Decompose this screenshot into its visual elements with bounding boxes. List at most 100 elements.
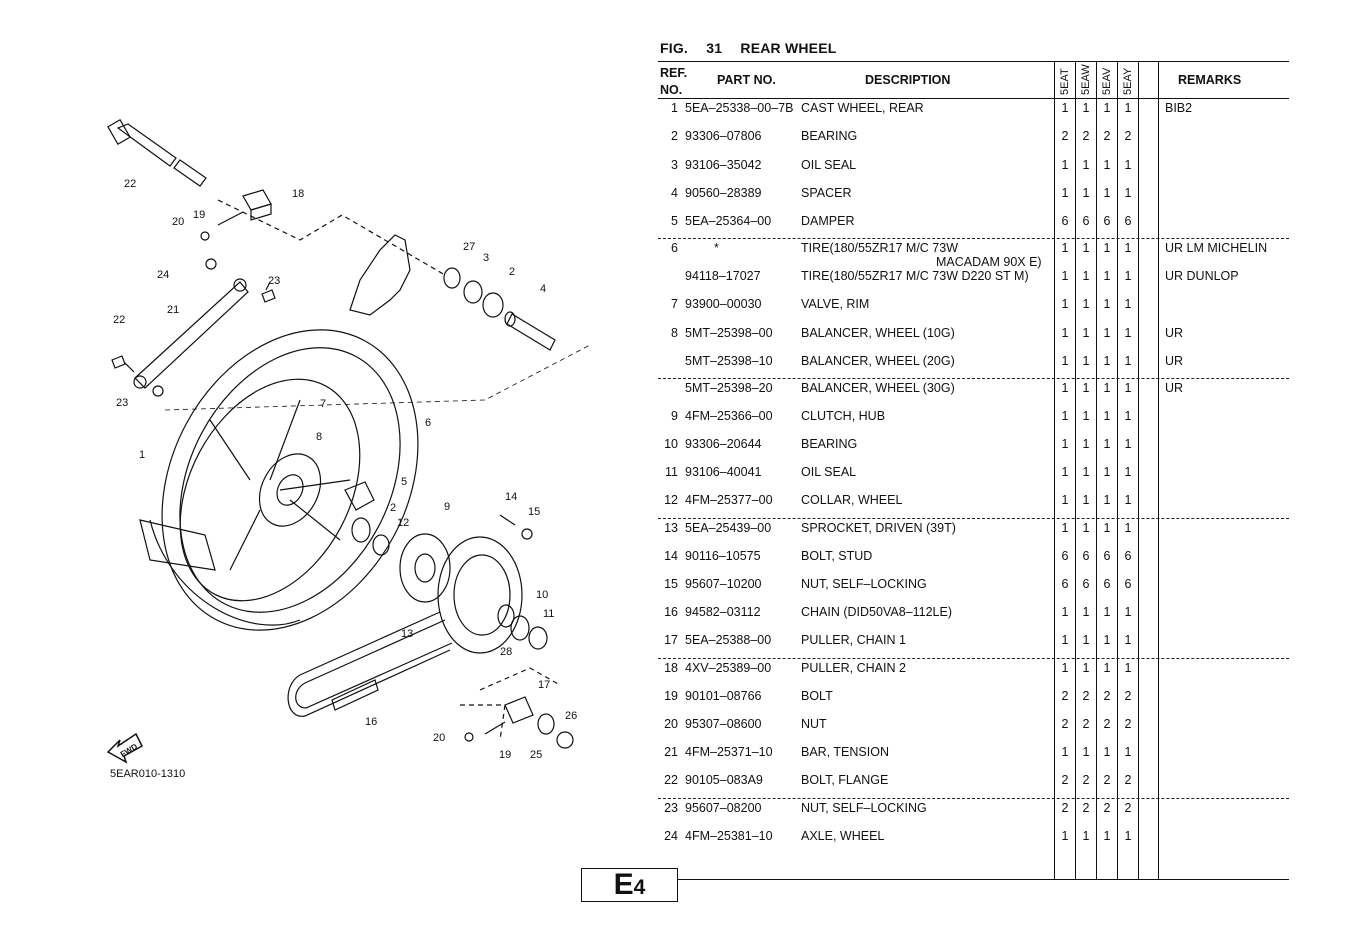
part-no-cell: 94582–03112 (685, 605, 761, 619)
callout-19: 19 (193, 209, 205, 221)
qty-cell: 1 (1082, 326, 1090, 340)
callout-24: 22 (124, 178, 136, 190)
part-no-cell: 93106–40041 (685, 465, 762, 479)
callout-20: 20 (172, 216, 184, 228)
qty-cell: 1 (1082, 521, 1090, 535)
description-cell: CLUTCH, HUB (801, 409, 886, 423)
qty-cell: 1 (1061, 241, 1069, 255)
callout-25: 25 (530, 749, 542, 761)
qty-cell: 1 (1061, 409, 1069, 423)
qty-cell: 1 (1061, 661, 1069, 675)
qty-cell: 2 (1103, 801, 1111, 815)
qty-cell: 1 (1103, 158, 1111, 172)
description-cell: NUT, SELF–LOCKING (801, 801, 927, 815)
qty-cell: 2 (1124, 129, 1132, 143)
qty-cell: 1 (1103, 326, 1111, 340)
part-no-cell: 93306–07806 (685, 129, 762, 143)
ref-no-cell: 21 (664, 745, 678, 759)
qty-cell: 2 (1124, 689, 1132, 703)
description-cell: CAST WHEEL, REAR (801, 101, 924, 115)
callout-3: 3 (483, 252, 489, 264)
description-cell: SPROCKET, DRIVEN (39T) (801, 521, 956, 535)
qty-cell: 1 (1124, 409, 1132, 423)
callout-23b: 23 (116, 397, 128, 409)
qty-cell: 6 (1124, 577, 1132, 591)
col-divider (1096, 61, 1097, 880)
group-separator (658, 798, 1289, 799)
part-no-cell: 4FM–25377–00 (685, 493, 773, 507)
qty-cell: 1 (1082, 493, 1090, 507)
description-cell: PULLER, CHAIN 1 (801, 633, 906, 647)
qty-cell: 1 (1082, 381, 1090, 395)
ref-no-cell: 24 (664, 829, 678, 843)
callout-11: 11 (543, 608, 554, 620)
description-cell: AXLE, WHEEL (801, 829, 885, 843)
qty-cell: 1 (1082, 829, 1090, 843)
qty-cell: 1 (1124, 661, 1132, 675)
qty-cell: 6 (1103, 577, 1111, 591)
ref-no-cell: 2 (671, 129, 678, 143)
parts-table: REF. NO. PART NO. DESCRIPTION 5EAT 5EAW … (658, 61, 1289, 880)
callout-13: 13 (401, 628, 413, 640)
part-no-cell: 4FM–25371–10 (685, 745, 773, 759)
description-cell: SPACER (801, 186, 852, 200)
qty-cell: 1 (1103, 633, 1111, 647)
exploded-parts-diagram: 22 18 19 20 24 23 21 22 23 27 3 2 4 7 6 … (106, 119, 591, 764)
qty-cell: 6 (1103, 214, 1111, 228)
ref-no-cell: 11 (665, 465, 678, 479)
ref-no-cell: 5 (671, 214, 678, 228)
qty-cell: 1 (1082, 269, 1090, 283)
qty-cell: 1 (1124, 829, 1132, 843)
qty-cell: 1 (1124, 521, 1132, 535)
part-no-cell: 4XV–25389–00 (685, 661, 772, 675)
qty-cell: 1 (1082, 409, 1090, 423)
callout-21: 21 (167, 304, 179, 316)
qty-cell: 1 (1103, 829, 1111, 843)
remarks-cell: UR (1165, 326, 1184, 340)
header-rule (658, 98, 1289, 99)
qty-cell: 1 (1061, 101, 1069, 115)
part-no-cell: 90105–083A9 (685, 773, 763, 787)
qty-cell: 1 (1061, 326, 1069, 340)
ref-no-cell: 6 (671, 241, 678, 255)
description-cell: VALVE, RIM (801, 297, 870, 311)
qty-cell: 6 (1082, 577, 1090, 591)
qty-cell: 2 (1082, 689, 1090, 703)
figure-number: 31 (706, 40, 723, 56)
description-cell: BOLT, FLANGE (801, 773, 889, 787)
figure-prefix: FIG. (660, 40, 689, 56)
qty-cell: 1 (1061, 186, 1069, 200)
col-divider (1075, 61, 1076, 880)
part-no-cell: 5EA–25388–00 (685, 633, 772, 647)
qty-cell: 1 (1103, 101, 1111, 115)
qty-cell: 2 (1103, 129, 1111, 143)
part-no-cell: 95607–10200 (685, 577, 762, 591)
header-model-5eay: 5EAY (1122, 67, 1134, 95)
callout-15: 15 (528, 506, 540, 518)
qty-cell: 1 (1082, 297, 1090, 311)
part-no-cell: 93106–35042 (685, 158, 762, 172)
qty-cell: 6 (1061, 214, 1069, 228)
description-cell: BALANCER, WHEEL (30G) (801, 381, 955, 395)
qty-cell: 1 (1061, 633, 1069, 647)
fwd-label: FWD (119, 742, 139, 759)
remarks-cell: UR (1165, 381, 1184, 395)
qty-cell: 1 (1082, 101, 1090, 115)
ref-no-cell: 22 (664, 773, 678, 787)
callout-20b: 20 (433, 732, 445, 744)
description-cell: CHAIN (DID50VA8–112LE) (801, 605, 952, 619)
qty-cell: 1 (1061, 158, 1069, 172)
qty-cell: 1 (1103, 409, 1111, 423)
header-description: DESCRIPTION (865, 73, 951, 87)
description-cell: BEARING (801, 129, 858, 143)
